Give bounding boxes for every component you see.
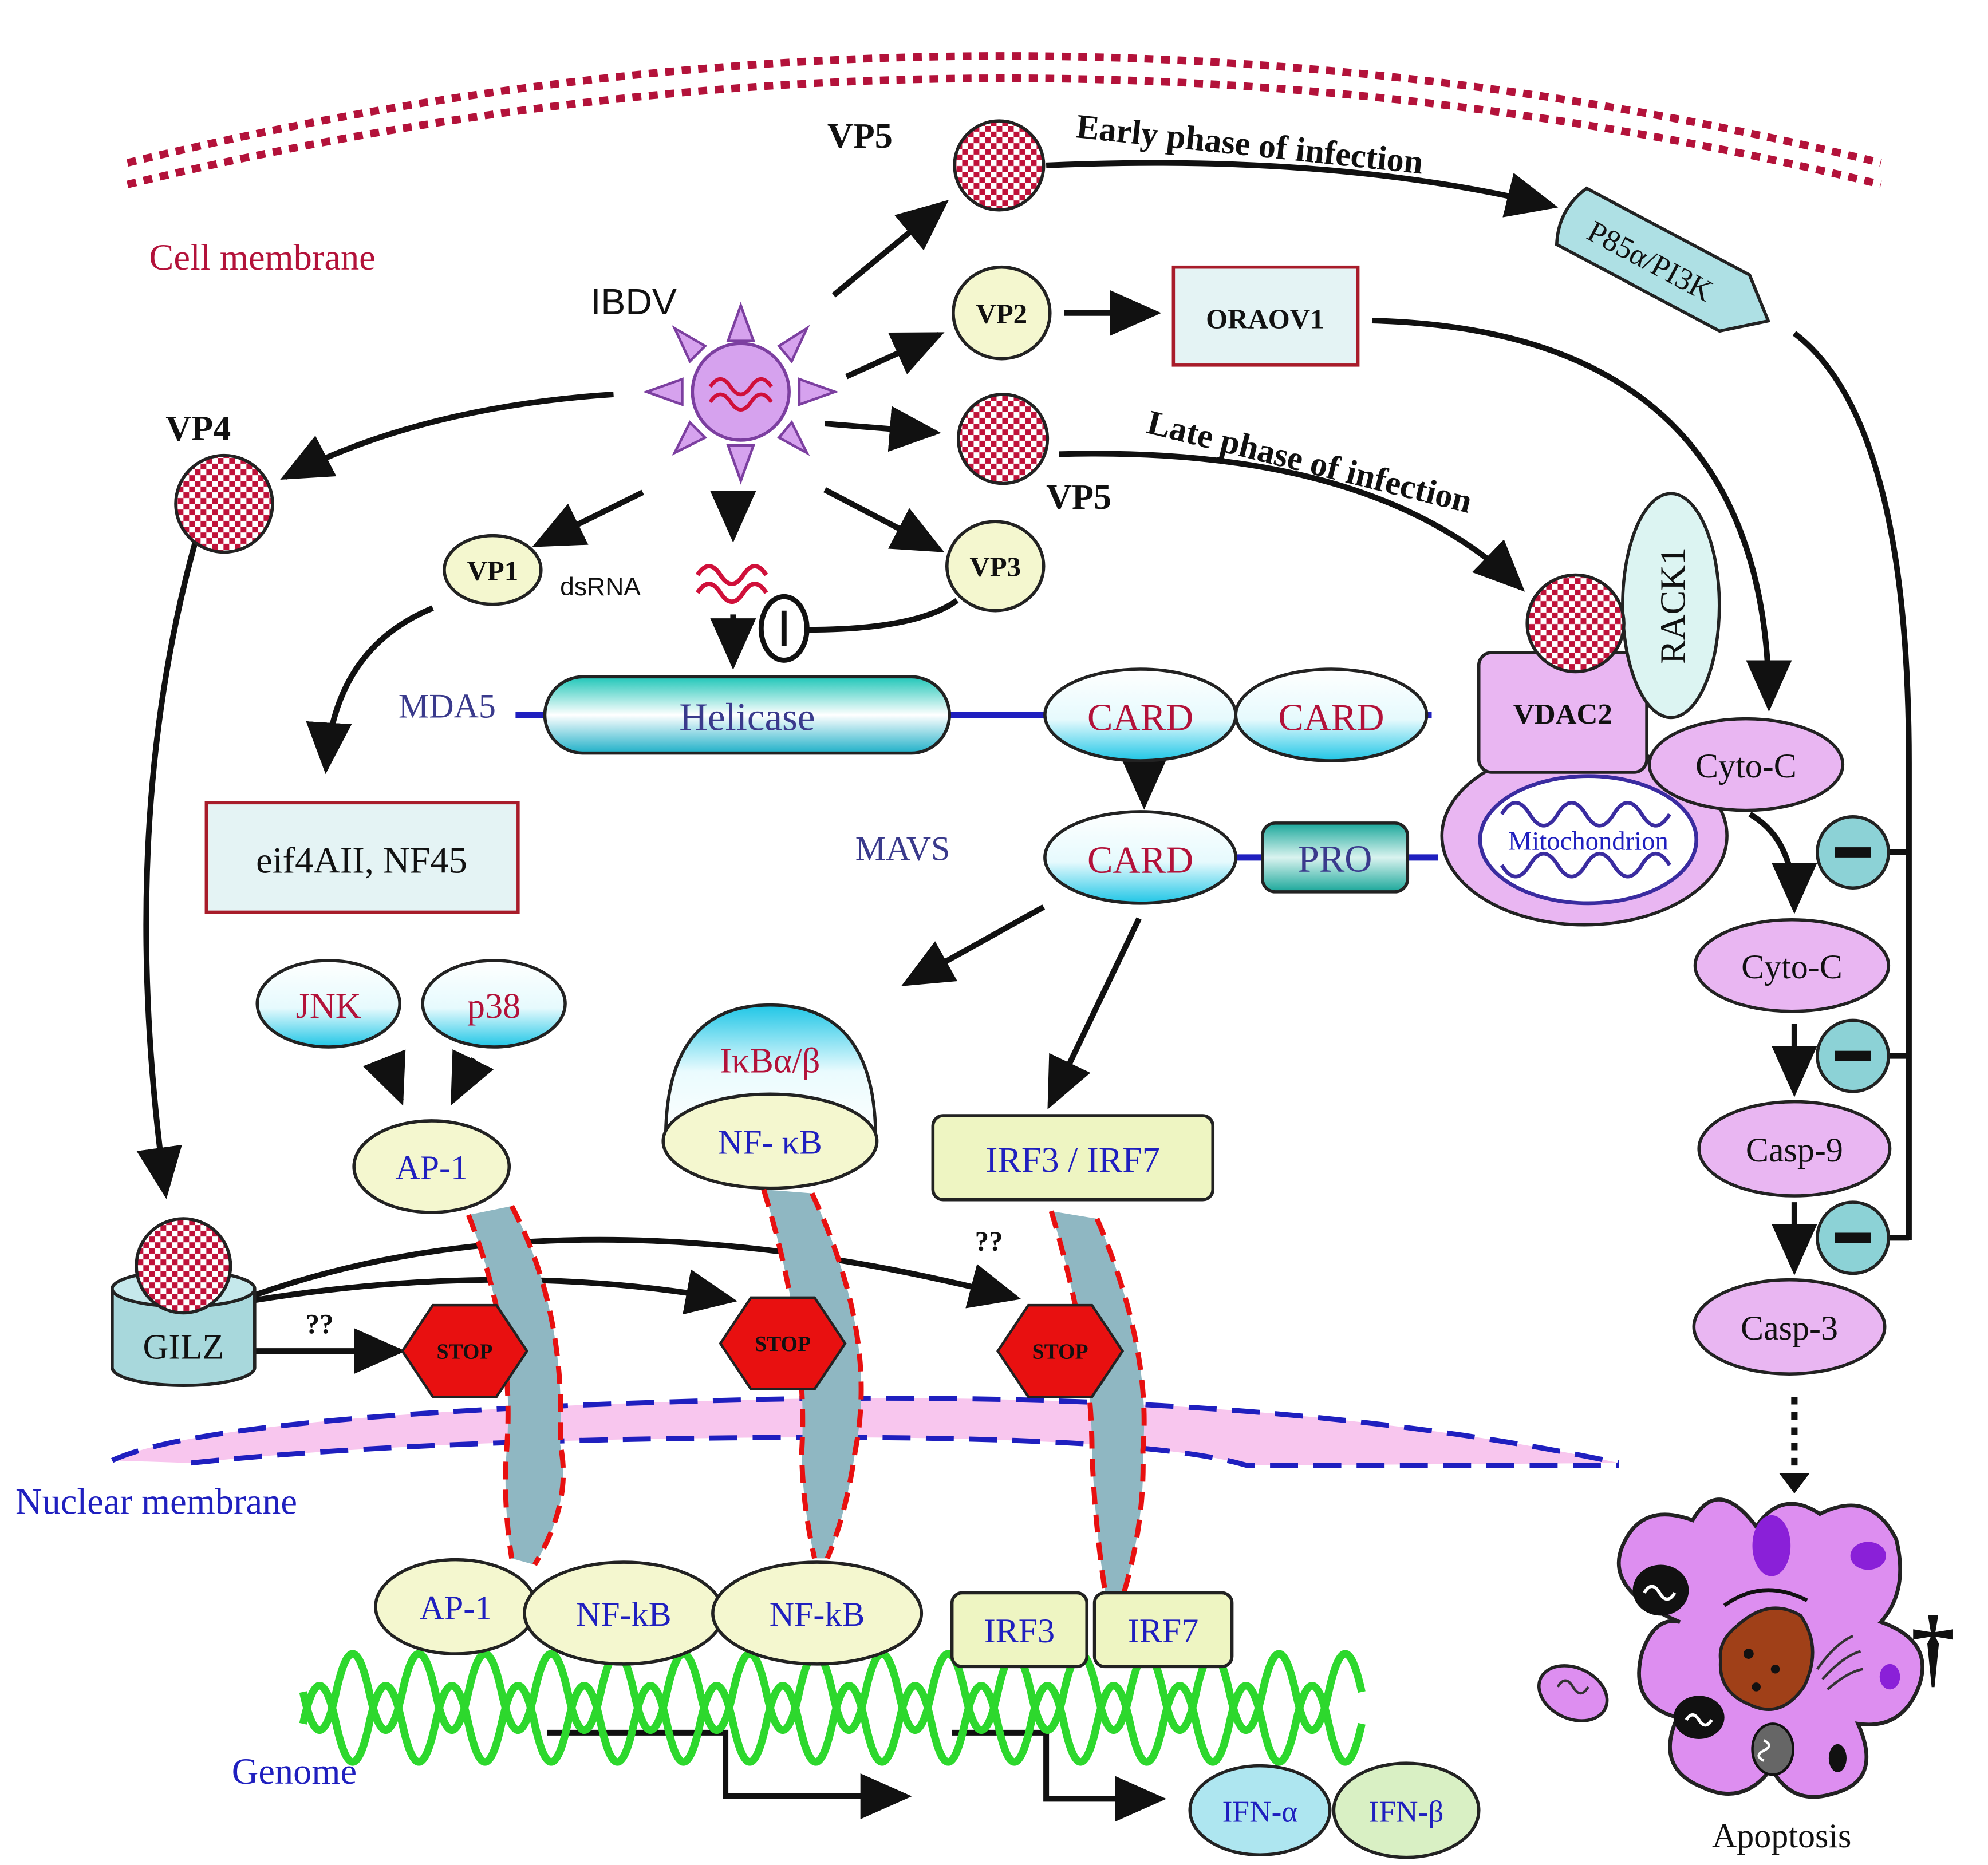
mitochondrion-inner <box>1478 774 1699 906</box>
card-node-3 <box>1043 810 1238 905</box>
nfkb-top-node <box>661 1092 879 1190</box>
translocation-ribbon-ap1 <box>466 1204 566 1566</box>
nfkb-top-label: NF- κB <box>718 1124 822 1161</box>
stop-sign-icon-2: STOP <box>719 1296 847 1391</box>
casp3-label: Casp-3 <box>1741 1309 1838 1347</box>
ifn-alpha-label: IFN-α <box>1222 1794 1298 1828</box>
vp2-label: VP2 <box>976 298 1028 329</box>
ap1-top-node <box>352 1119 511 1214</box>
minus-icon-2 <box>1816 1018 1891 1093</box>
p38-node <box>421 959 567 1049</box>
stop-label-3: STOP <box>1032 1340 1088 1364</box>
nfkb-bottom-label-1: NF-kB <box>576 1595 672 1633</box>
genome-dna-icon <box>299 1650 1366 1766</box>
irf3-irf7-box <box>931 1114 1215 1202</box>
apoptosis-label: Apoptosis <box>1712 1817 1851 1855</box>
card-label-3: CARD <box>1087 840 1193 882</box>
ap1-top-label: AP-1 <box>395 1149 468 1187</box>
irf3-irf7-label: IRF3 / IRF7 <box>986 1141 1160 1180</box>
genome-label: Genome <box>232 1751 357 1792</box>
rack1-node <box>1621 492 1721 720</box>
rack1-label: RACK1 <box>1654 547 1693 664</box>
oraov1-label: ORAOV1 <box>1206 303 1324 334</box>
pro-label: PRO <box>1298 838 1372 880</box>
nfkb-bottom-label-2: NF-kB <box>770 1595 865 1633</box>
cyto-c-node-1 <box>1647 717 1845 812</box>
dsrna-icon <box>695 564 768 604</box>
ifn-alpha-node <box>1188 1764 1332 1856</box>
irf7-box <box>1092 1591 1234 1669</box>
gilz-label: GILZ <box>143 1327 224 1366</box>
stop-label-1: STOP <box>437 1340 493 1364</box>
ikb-label: IκBα/β <box>720 1041 820 1080</box>
unknown-mechanism-label-2: ?? <box>975 1226 1003 1257</box>
card-label-2: CARD <box>1278 697 1384 739</box>
vp5-late-label: VP5 <box>1046 478 1111 517</box>
vp1-node <box>443 534 543 606</box>
irf3-label: IRF3 <box>984 1612 1055 1650</box>
irf7-label: IRF7 <box>1128 1612 1198 1650</box>
helicase-label: Helicase <box>679 696 815 739</box>
vp5-bound-icon <box>1525 573 1626 674</box>
jnk-node <box>255 959 401 1049</box>
cell-membrane <box>126 52 1882 188</box>
vp4-label: VP4 <box>165 409 231 448</box>
jnk-label: JNK <box>296 987 361 1026</box>
mavs-label: MAVS <box>855 829 950 867</box>
casp3-node <box>1692 1278 1887 1376</box>
p85-pi3k-node: P85α/PI3K <box>1555 186 1771 333</box>
vdac2-label: VDAC2 <box>1513 698 1612 731</box>
nuclear-membrane-label: Nuclear membrane <box>15 1481 297 1522</box>
card-node-2 <box>1234 667 1429 762</box>
pro-node <box>1261 821 1410 894</box>
cell-membrane-label: Cell membrane <box>149 237 375 278</box>
translocation-ribbon-irf <box>1048 1210 1147 1606</box>
stop-label-2: STOP <box>755 1332 811 1356</box>
dsrna-label: dsRNA <box>560 573 641 601</box>
vp1-label: VP1 <box>467 555 519 586</box>
minus-icon-3 <box>1816 1200 1891 1275</box>
stop-sign-icon-1: STOP <box>400 1303 529 1398</box>
inhibitor-icon <box>758 594 810 663</box>
irf3-box <box>950 1591 1089 1669</box>
vp5-late-icon <box>956 393 1050 485</box>
ap1-bottom-label: AP-1 <box>420 1589 492 1627</box>
death-cross-icon: † <box>1911 1597 1955 1696</box>
casp9-label: Casp-9 <box>1746 1131 1843 1169</box>
vp4-icon <box>174 453 274 554</box>
vp3-label: VP3 <box>969 551 1021 583</box>
nfkb-bottom-node-2 <box>711 1560 924 1666</box>
vp5-early-label: VP5 <box>827 117 893 156</box>
oraov1-box <box>1172 265 1360 367</box>
stop-sign-icon-3: STOP <box>996 1303 1125 1398</box>
eif4aii-nf45-box <box>204 801 520 914</box>
helicase-node <box>543 675 951 755</box>
vp3-node <box>945 520 1046 613</box>
mitochondrion-label: Mitochondrion <box>1508 827 1669 856</box>
card-label-1: CARD <box>1087 697 1193 739</box>
apoptotic-cell-icon <box>1537 1497 1924 1799</box>
vp5-early-icon <box>953 119 1046 212</box>
p38-label: p38 <box>467 987 520 1026</box>
mda5-label: MDA5 <box>399 687 496 725</box>
early-phase-label: Early phase of infection <box>1075 107 1425 181</box>
ibdv-virus-icon <box>642 301 839 485</box>
vp2-node <box>952 265 1052 361</box>
minus-icon-1 <box>1816 815 1891 890</box>
ifn-beta-label: IFN-β <box>1369 1794 1444 1828</box>
late-phase-label: Late phase of infection <box>1143 403 1476 520</box>
ibdv-label: IBDV <box>591 281 677 322</box>
unknown-mechanism-label-1: ?? <box>306 1308 334 1340</box>
eif4aii-nf45-label: eif4AII, NF45 <box>256 840 467 881</box>
cyto-c-label-1: Cyto-C <box>1695 747 1797 785</box>
vp4-bound-icon <box>135 1217 232 1315</box>
cyto-c-node-2 <box>1693 918 1891 1013</box>
nuclear-membrane <box>111 1396 1620 1468</box>
cyto-c-label-2: Cyto-C <box>1741 948 1843 986</box>
casp9-node <box>1697 1100 1892 1198</box>
ifn-beta-node <box>1332 1761 1481 1859</box>
